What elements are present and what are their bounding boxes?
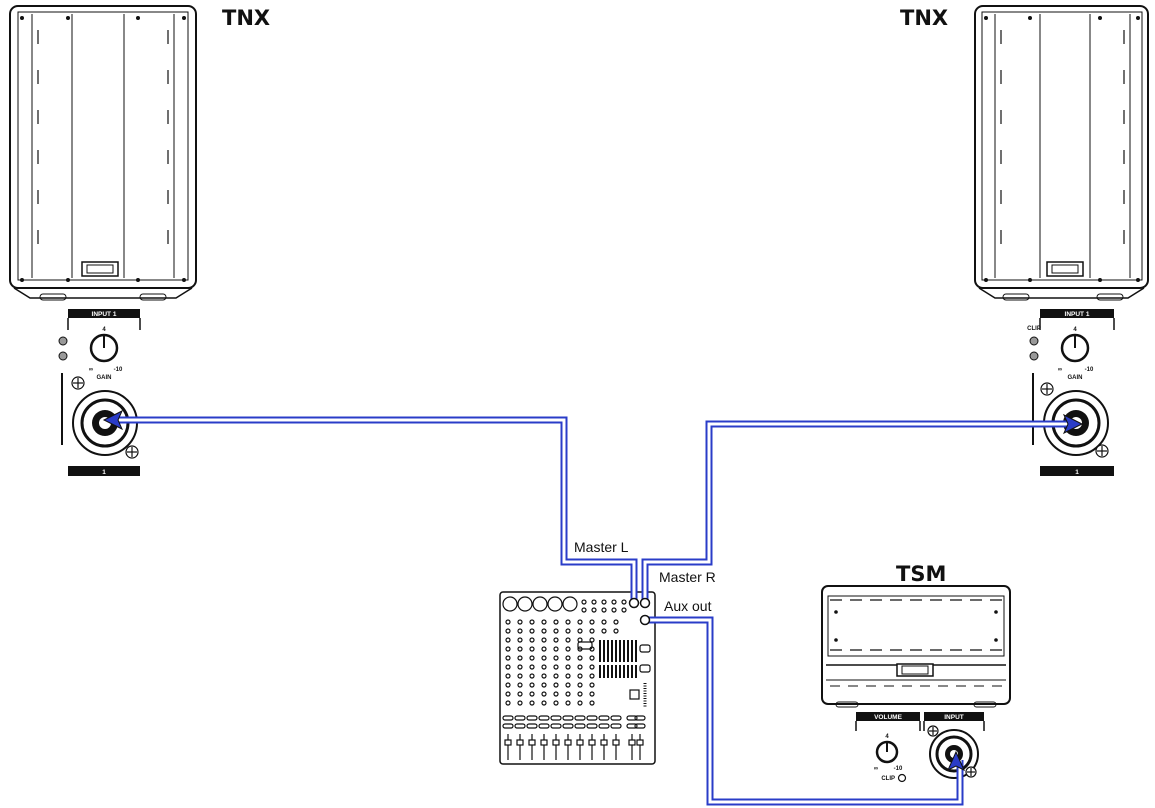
channel-tab-left: [68, 466, 140, 476]
monitor-screw-bottom: [965, 766, 977, 778]
gain-left-label: GAIN: [97, 375, 112, 381]
input-tab-right: [1040, 309, 1114, 318]
gain-right-label: GAIN: [1068, 375, 1083, 381]
monitor-input-tab-label: INPUT: [944, 714, 964, 721]
screw-left-bottom: [125, 445, 139, 459]
led-right-top: [1029, 336, 1039, 346]
speaker-left: [9, 5, 197, 301]
gain-left-mid: 4: [102, 327, 106, 333]
gain-right-mid: 4: [1073, 327, 1077, 333]
cable-master-l: [110, 416, 638, 600]
gain-right-max: -10: [1085, 367, 1094, 373]
channel-right-label: 1: [1075, 469, 1079, 476]
combo-jack-left[interactable]: [72, 390, 138, 456]
monitor-panel: VOLUME INPUT 4 ∞ -10 CLIP: [855, 712, 985, 783]
mixer-jack-master-r: [639, 597, 651, 609]
monitor-clip-led: [897, 773, 907, 783]
cable-aux-out: [646, 616, 964, 806]
volume-mid: 4: [885, 734, 889, 740]
mixer-jack-master-l: [628, 597, 640, 609]
label-aux-out: Aux out: [664, 598, 712, 614]
volume-max: -10: [894, 766, 903, 772]
monitor-tsm: [821, 585, 1011, 708]
clip-right-label: CLIP: [1027, 326, 1041, 332]
volume-knob[interactable]: [875, 740, 899, 764]
speaker-right-brand: TNX: [900, 6, 948, 30]
gain-right-min: ∞: [1058, 367, 1062, 373]
input-tab-left-label: INPUT 1: [92, 311, 117, 318]
monitor-input-tab: [924, 712, 984, 721]
monitor-brand: TSM: [896, 562, 946, 586]
cable-master-r: [641, 420, 1072, 600]
speaker-right: [974, 5, 1149, 301]
panel-left: INPUT 1 4 ∞ -10 GAIN 1: [58, 309, 141, 476]
gain-knob-right[interactable]: [1060, 333, 1090, 363]
gain-left-min: ∞: [89, 367, 93, 373]
screw-right-bottom: [1095, 444, 1109, 458]
cable-end-monitor: [946, 750, 966, 772]
input-tab-left: [68, 309, 140, 318]
gain-left-max: -10: [114, 367, 123, 373]
volume-tab-label: VOLUME: [874, 714, 902, 721]
screw-left-top: [71, 376, 85, 390]
monitor-clip-label: CLIP: [881, 776, 895, 782]
speaker-left-brand: TNX: [222, 6, 270, 30]
volume-tab: [856, 712, 920, 721]
led-right-bottom: [1029, 351, 1039, 361]
input-tab-right-label: INPUT 1: [1065, 311, 1090, 318]
panel-right: INPUT 1 CLIP 4 ∞ -10 GAIN 1: [1027, 309, 1115, 476]
mixer: [499, 591, 656, 765]
screw-right-top: [1040, 382, 1054, 396]
channel-left-label: 1: [102, 469, 106, 476]
led-left-bottom: [58, 351, 68, 361]
channel-tab-right: [1040, 466, 1114, 476]
cable-end-left: [102, 409, 124, 431]
label-master-l: Master L: [574, 539, 629, 555]
led-left-top: [58, 336, 68, 346]
monitor-screw-top: [927, 725, 939, 737]
mixer-jack-aux-out: [639, 614, 651, 626]
volume-min: ∞: [874, 766, 878, 772]
gain-knob-left[interactable]: [89, 333, 119, 363]
label-master-r: Master R: [659, 569, 716, 585]
cable-end-right: [1062, 413, 1084, 435]
